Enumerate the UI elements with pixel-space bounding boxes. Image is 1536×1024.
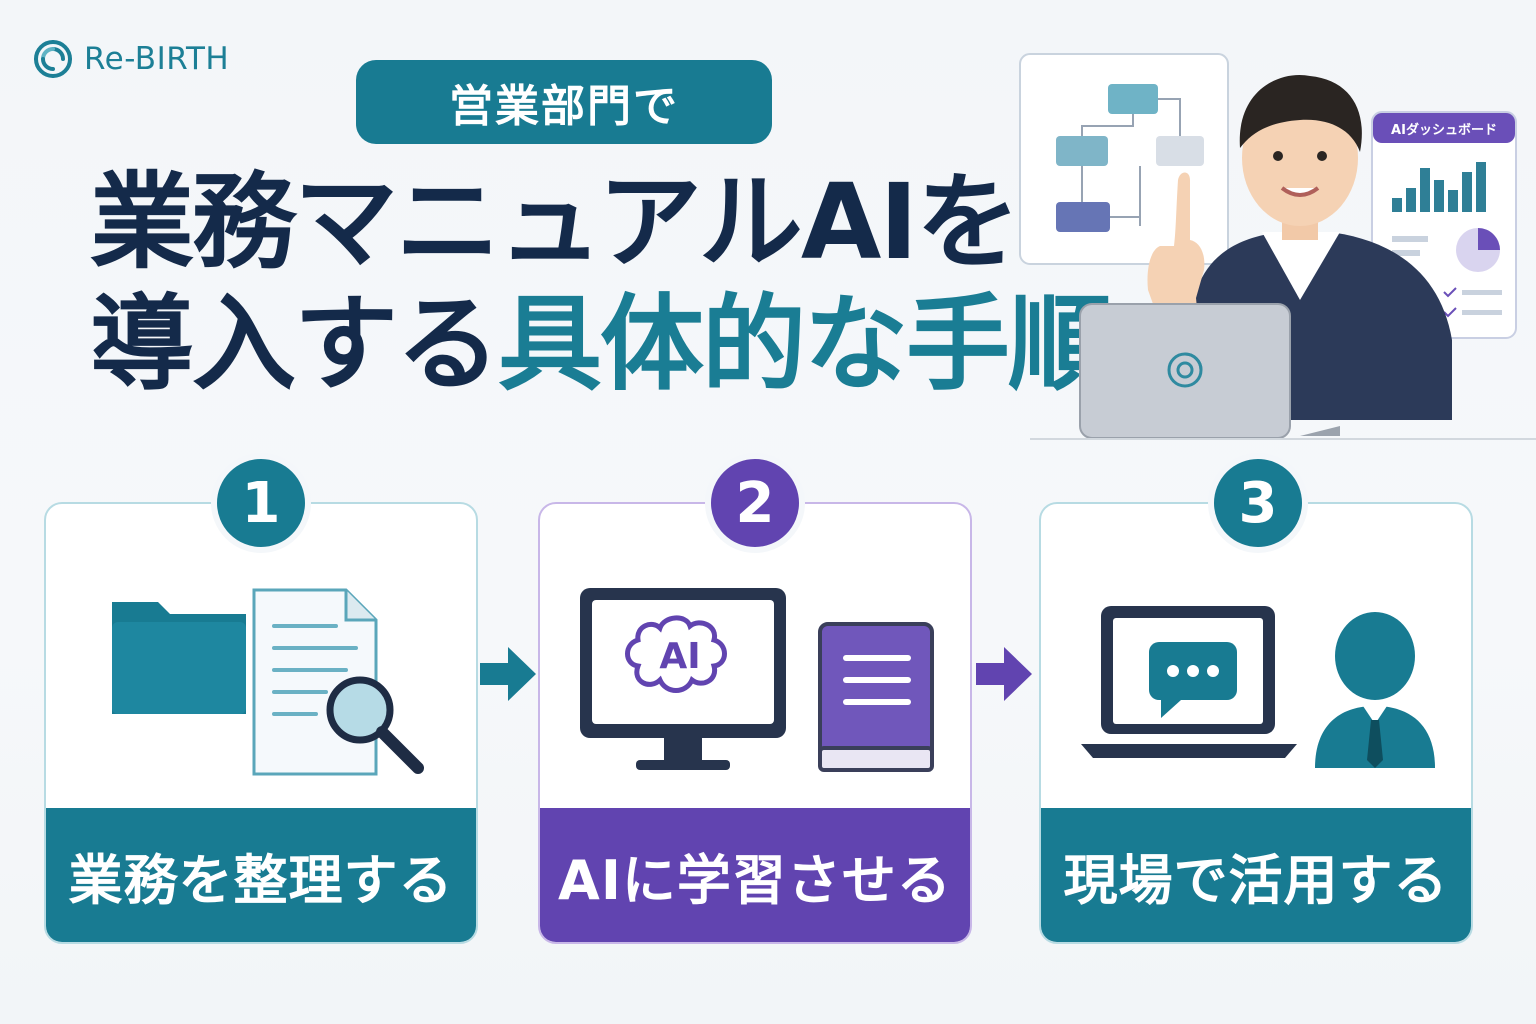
ai-screen-text: AI bbox=[659, 636, 700, 677]
organize-illustration bbox=[112, 588, 424, 776]
brand-logo: Re-BIRTH bbox=[30, 36, 229, 82]
arrow-right-icon bbox=[480, 647, 536, 701]
step-label-3: 現場で活用する bbox=[1041, 808, 1471, 942]
step-card-3: 現場で活用する bbox=[1039, 502, 1473, 944]
ai-brain-icon: AI bbox=[625, 615, 727, 693]
step-card-1: 業務を整理する bbox=[44, 502, 478, 944]
learn-illustration: AI bbox=[580, 588, 934, 772]
step-number-3: 3 bbox=[1208, 453, 1308, 553]
monitor-icon bbox=[580, 588, 786, 770]
folder-icon bbox=[112, 602, 246, 714]
brand-name: Re-BIRTH bbox=[84, 41, 230, 77]
section-tag: 営業部門で bbox=[356, 60, 772, 144]
presenter-person bbox=[1147, 74, 1452, 420]
magnifier-icon bbox=[326, 676, 424, 774]
dashboard-panel: AIダッシュボード bbox=[1371, 111, 1517, 339]
page-title-line1: 業務マニュアルAIを bbox=[90, 161, 1020, 283]
step-card-2: AI AIに学習させる bbox=[538, 502, 972, 944]
swirl-logo-icon bbox=[34, 40, 72, 78]
chat-bubble-icon bbox=[1149, 642, 1237, 718]
step-label-1: 業務を整理する bbox=[46, 808, 476, 942]
step-label-2: AIに学習させる bbox=[540, 808, 970, 942]
page-title-line2: 導入する具体的な手順 bbox=[90, 292, 1112, 396]
apply-illustration bbox=[1081, 606, 1435, 768]
title-plain: 導入する bbox=[90, 283, 500, 405]
step-number-1: 1 bbox=[211, 453, 311, 553]
hero-illustration: AIダッシュボード bbox=[1019, 53, 1536, 440]
step-number-2: 2 bbox=[705, 453, 805, 553]
title-accent: 具体的な手順 bbox=[498, 283, 1112, 405]
arrow-right-icon bbox=[976, 647, 1032, 701]
laptop bbox=[1030, 303, 1536, 440]
user-icon bbox=[1315, 612, 1435, 768]
flowchart-panel bbox=[1019, 53, 1229, 265]
book-icon bbox=[818, 622, 934, 772]
dashboard-label: AIダッシュボード bbox=[1391, 122, 1497, 138]
